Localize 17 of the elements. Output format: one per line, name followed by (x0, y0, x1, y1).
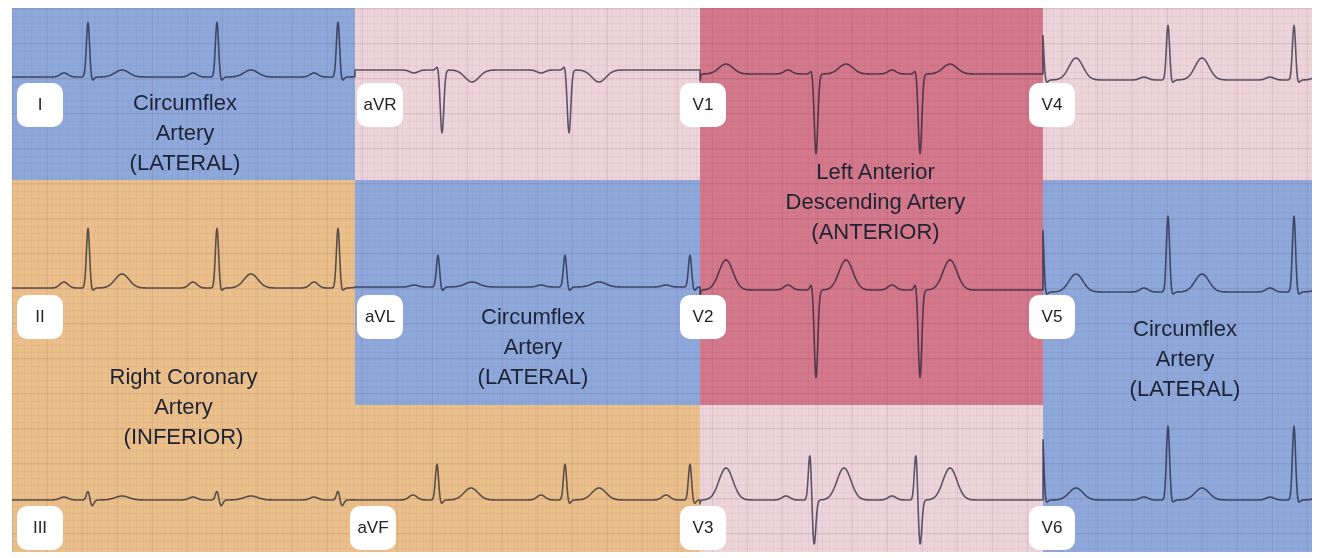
lead-label: V4 (1029, 83, 1075, 127)
lead-label: III (17, 506, 63, 550)
lead-label: V3 (680, 506, 726, 550)
lead-label: I (17, 83, 63, 127)
artery-label: Right Coronary Artery (INFERIOR) (108, 363, 259, 451)
lead-label: II (17, 295, 63, 339)
lead-label: aVL (357, 295, 403, 339)
artery-label: Circumflex Artery (LATERAL) (128, 89, 242, 177)
lead-label: V6 (1029, 506, 1075, 550)
lead-label: V1 (680, 83, 726, 127)
artery-label: Circumflex Artery (LATERAL) (1128, 315, 1242, 403)
lead-label: aVR (357, 83, 403, 127)
lead-label: aVF (350, 506, 396, 550)
artery-label: Circumflex Artery (LATERAL) (476, 303, 590, 391)
lead-label: V5 (1029, 295, 1075, 339)
artery-label: Left Anterior Descending Artery (ANTERIOR) (784, 158, 967, 246)
lead-label: V2 (680, 295, 726, 339)
